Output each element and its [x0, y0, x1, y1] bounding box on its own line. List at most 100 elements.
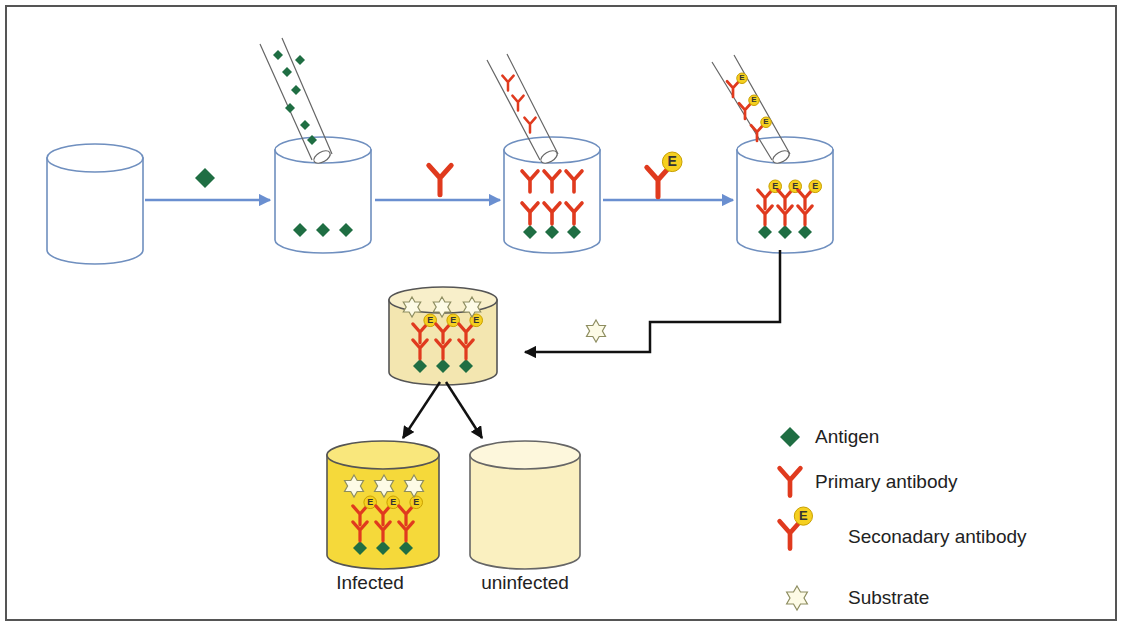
antibody [429, 165, 451, 194]
antigen [300, 120, 310, 130]
arrow [603, 199, 733, 202]
well [47, 144, 143, 264]
legend-text: Substrate [848, 587, 929, 609]
antigen [780, 427, 800, 447]
antibody [798, 190, 812, 209]
substrate [433, 297, 450, 317]
antigen [195, 168, 215, 188]
substrate [405, 475, 424, 497]
enzyme [662, 152, 682, 172]
antibody [780, 468, 801, 495]
antibody [522, 171, 538, 192]
antibody [780, 521, 801, 548]
well-label: Infected [336, 572, 404, 594]
antigen [339, 223, 353, 237]
enzyme-letter: E [794, 507, 812, 525]
antigen [273, 50, 283, 60]
well [327, 441, 439, 569]
arrow [446, 382, 482, 438]
well [504, 137, 600, 253]
well [737, 137, 833, 253]
enzyme-letter: E [447, 314, 460, 327]
antibody [751, 125, 763, 141]
legend-text: Antigen [815, 426, 879, 448]
arrow [403, 382, 440, 438]
enzyme-letter: E [809, 180, 822, 193]
antibody [353, 506, 367, 525]
enzyme-letter: E [470, 314, 483, 327]
enzyme [737, 73, 748, 84]
antibody [502, 76, 513, 91]
antigen [567, 225, 581, 239]
legend-text: Primary antibody [815, 471, 958, 493]
antibody [739, 103, 751, 119]
antibody [436, 324, 450, 343]
enzyme [794, 507, 812, 525]
arrow [525, 250, 780, 352]
enzyme-letter: E [424, 314, 437, 327]
substrate [463, 297, 480, 317]
pipette [487, 54, 559, 166]
enzyme-letter: E [662, 152, 682, 172]
frame [6, 6, 1116, 620]
enzyme-letter: E [749, 95, 760, 106]
pipette [260, 38, 332, 166]
substrate [375, 475, 394, 497]
antigen [758, 225, 772, 239]
antibody [413, 324, 427, 343]
antibody [727, 81, 739, 97]
well [275, 137, 371, 253]
legend-text: Seconadary antibody [848, 526, 1027, 548]
antigen [778, 225, 792, 239]
enzyme-letter: E [737, 73, 748, 84]
antigen [399, 541, 413, 555]
antigen [293, 223, 307, 237]
antibody [566, 171, 582, 192]
substrate [345, 475, 364, 497]
antibody [647, 167, 669, 196]
enzyme-letter: E [364, 496, 377, 509]
antigen [307, 135, 317, 145]
enzyme-letter: E [789, 180, 802, 193]
antigen [523, 225, 537, 239]
enzyme-letter: E [387, 496, 400, 509]
substrate [403, 297, 420, 317]
arrow [145, 199, 270, 202]
antibody [399, 506, 413, 525]
substrate [787, 586, 808, 610]
enzyme [410, 496, 423, 509]
antibody [459, 324, 473, 343]
antigen [459, 359, 473, 373]
antibody [544, 171, 560, 192]
enzyme [761, 117, 772, 128]
antibody [544, 203, 560, 224]
enzyme-letter: E [761, 117, 772, 128]
well-label: uninfected [481, 572, 569, 594]
antibody [512, 96, 523, 111]
well [470, 441, 580, 569]
antigen [353, 541, 367, 555]
antibody [778, 190, 792, 209]
antigen [291, 85, 301, 95]
arrow [375, 199, 500, 202]
antibody [522, 203, 538, 224]
antigen [295, 55, 305, 65]
enzyme [809, 180, 822, 193]
antibody [758, 190, 772, 209]
antibody [566, 203, 582, 224]
antigen [282, 67, 292, 77]
well [389, 287, 497, 385]
antigen [285, 103, 295, 113]
enzyme [749, 95, 760, 106]
antibody [524, 118, 535, 133]
antigen [436, 359, 450, 373]
pipette [712, 55, 791, 166]
antigen [413, 359, 427, 373]
enzyme-letter: E [769, 180, 782, 193]
antigen [376, 541, 390, 555]
antigen [545, 225, 559, 239]
substrate [587, 320, 606, 342]
antigen [316, 223, 330, 237]
antibody [376, 506, 390, 525]
